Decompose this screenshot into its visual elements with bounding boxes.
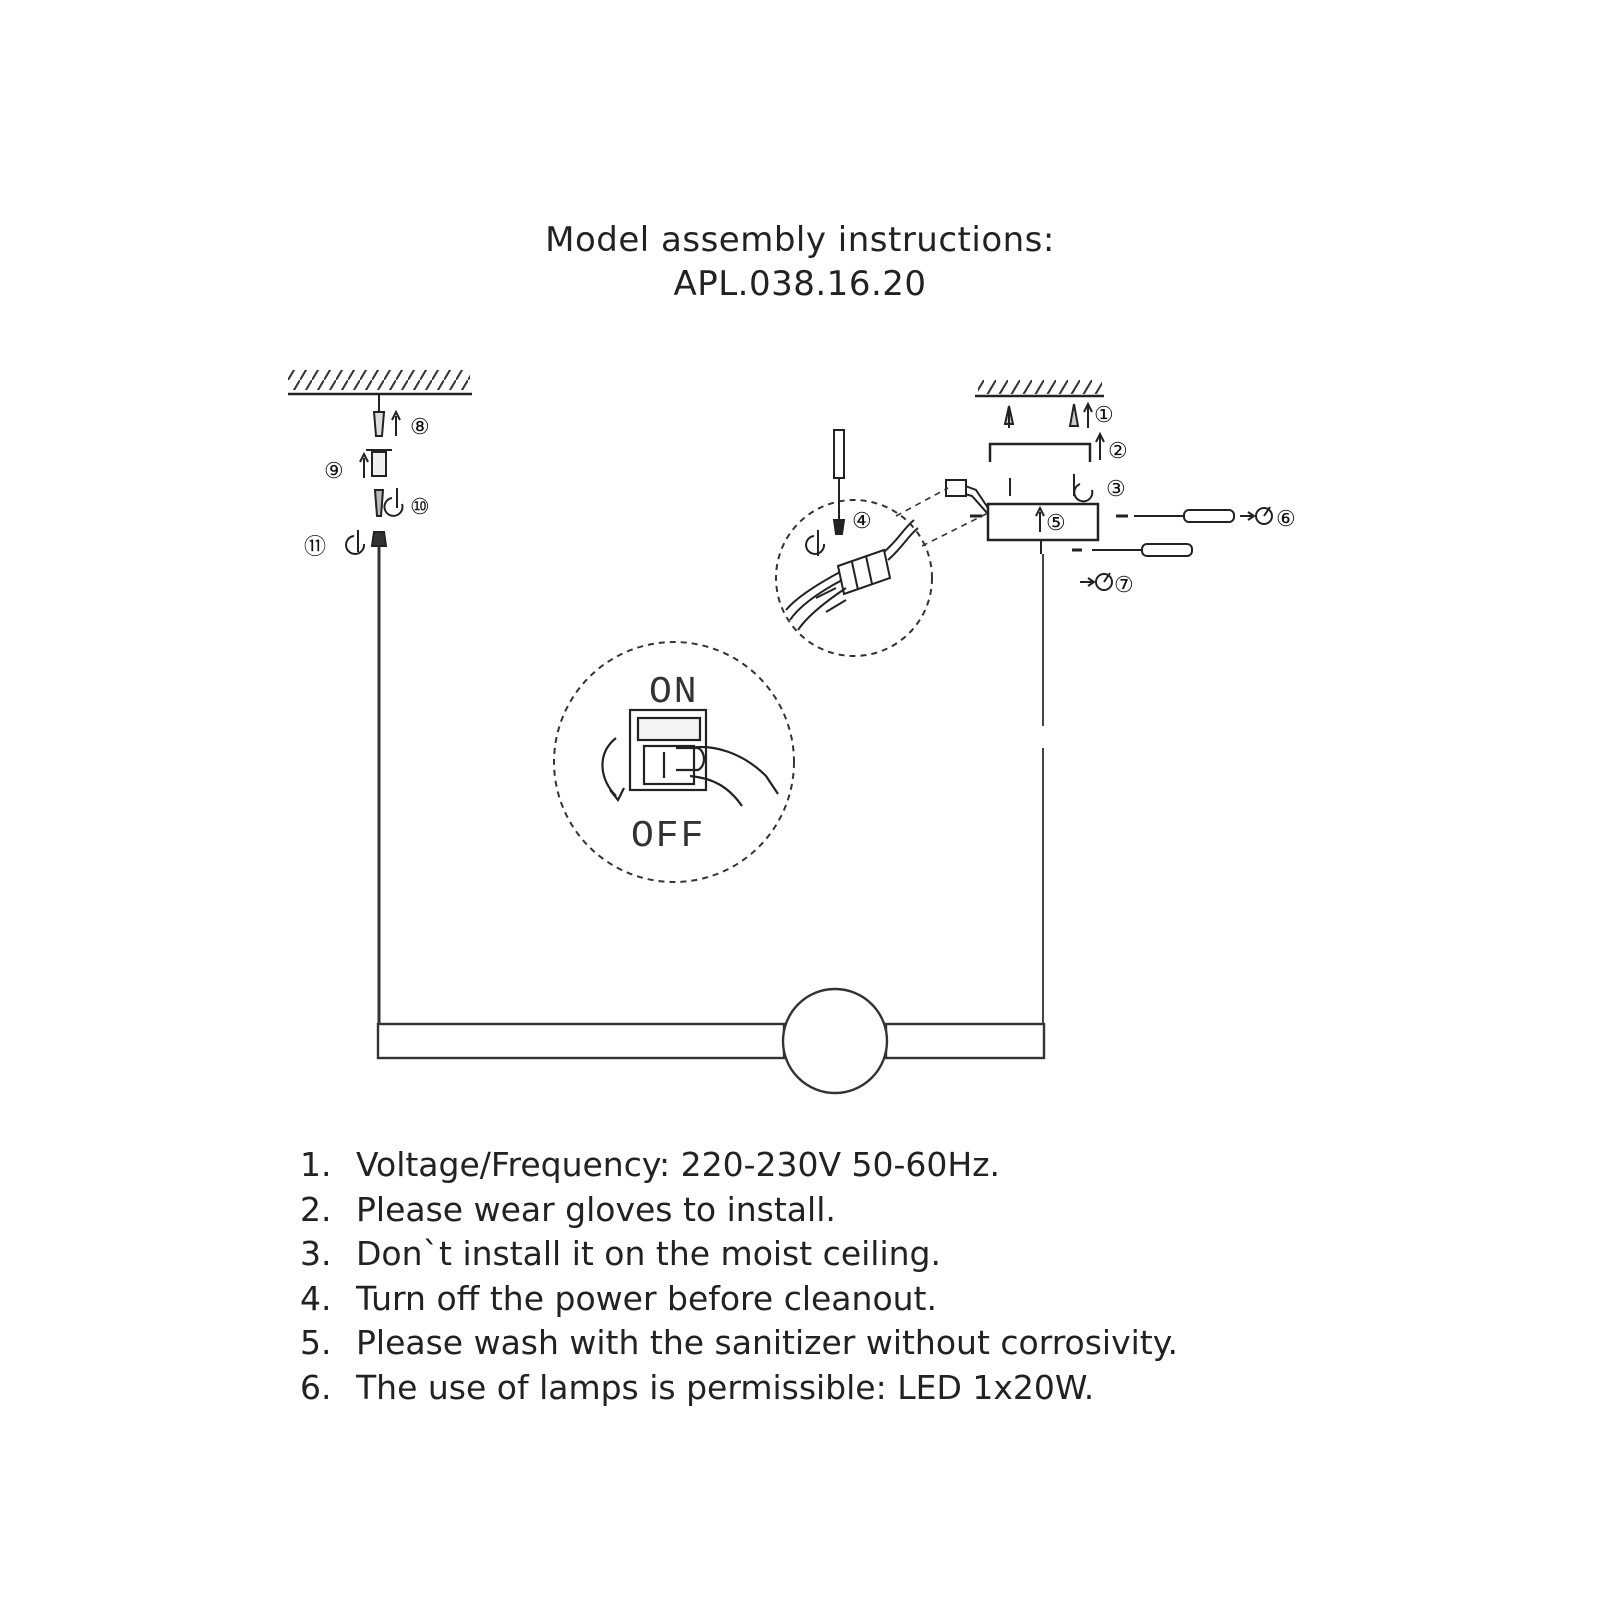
note-text: The use of lamps is permissible: LED 1x2… — [356, 1367, 1095, 1407]
callout-8: ⑧ — [410, 415, 430, 440]
canopy-assembly — [945, 401, 1273, 591]
note-item: 2. Please wear gloves to install. — [300, 1188, 1178, 1233]
note-text: Don`t install it on the moist ceiling. — [356, 1234, 941, 1274]
note-item: 3. Don`t install it on the moist ceiling. — [300, 1232, 1178, 1277]
left-suspension-parts — [345, 394, 404, 555]
title-line-1: Model assembly instructions: — [545, 220, 1055, 260]
switch-on-label: ON — [649, 671, 699, 714]
note-text: Turn off the power before cleanout. — [356, 1278, 937, 1318]
note-number: 3. — [300, 1234, 332, 1274]
callout-3: ③ — [1106, 477, 1126, 502]
left-ceiling — [288, 370, 472, 396]
note-number: 4. — [300, 1278, 332, 1318]
note-item: 5. Please wash with the sanitizer without… — [300, 1321, 1178, 1366]
wiring-detail — [775, 429, 991, 657]
callout-4: ④ — [852, 509, 872, 534]
note-item: 1. Voltage/Frequency: 220-230V 50-60Hz. — [300, 1143, 1178, 1188]
callout-1: ① — [1094, 403, 1114, 428]
note-number: 1. — [300, 1145, 332, 1184]
callout-2: ② — [1108, 439, 1128, 464]
note-item: 6. The use of lamps is permissible: LED 1… — [300, 1366, 1178, 1411]
switch-off-label: OFF — [631, 815, 705, 858]
instruction-notes: 1. Voltage/Frequency: 220-230V 50-60Hz. 2… — [300, 1143, 1178, 1411]
callout-11: ⑪ — [304, 535, 326, 560]
light-fixture — [376, 987, 1046, 1095]
callout-6: ⑥ — [1276, 507, 1296, 532]
callout-7: ⑦ — [1114, 573, 1134, 598]
note-number: 5. — [300, 1323, 332, 1363]
right-ceiling — [975, 380, 1104, 398]
note-text: Please wash with the sanitizer without c… — [356, 1323, 1179, 1363]
power-switch-detail: ON OFF — [553, 641, 795, 883]
note-item: 4. Turn off the power before cleanout. — [300, 1277, 1178, 1322]
note-number: 6. — [300, 1367, 332, 1407]
callout-10: ⑩ — [410, 495, 430, 520]
note-text: Voltage/Frequency: 220-230V 50-60Hz. — [356, 1145, 1001, 1184]
note-number: 2. — [300, 1189, 332, 1229]
note-text: Please wear gloves to install. — [356, 1189, 836, 1229]
model-number: APL.038.16.20 — [673, 264, 927, 304]
callout-9: ⑨ — [324, 459, 344, 484]
callout-5: ⑤ — [1046, 511, 1066, 536]
